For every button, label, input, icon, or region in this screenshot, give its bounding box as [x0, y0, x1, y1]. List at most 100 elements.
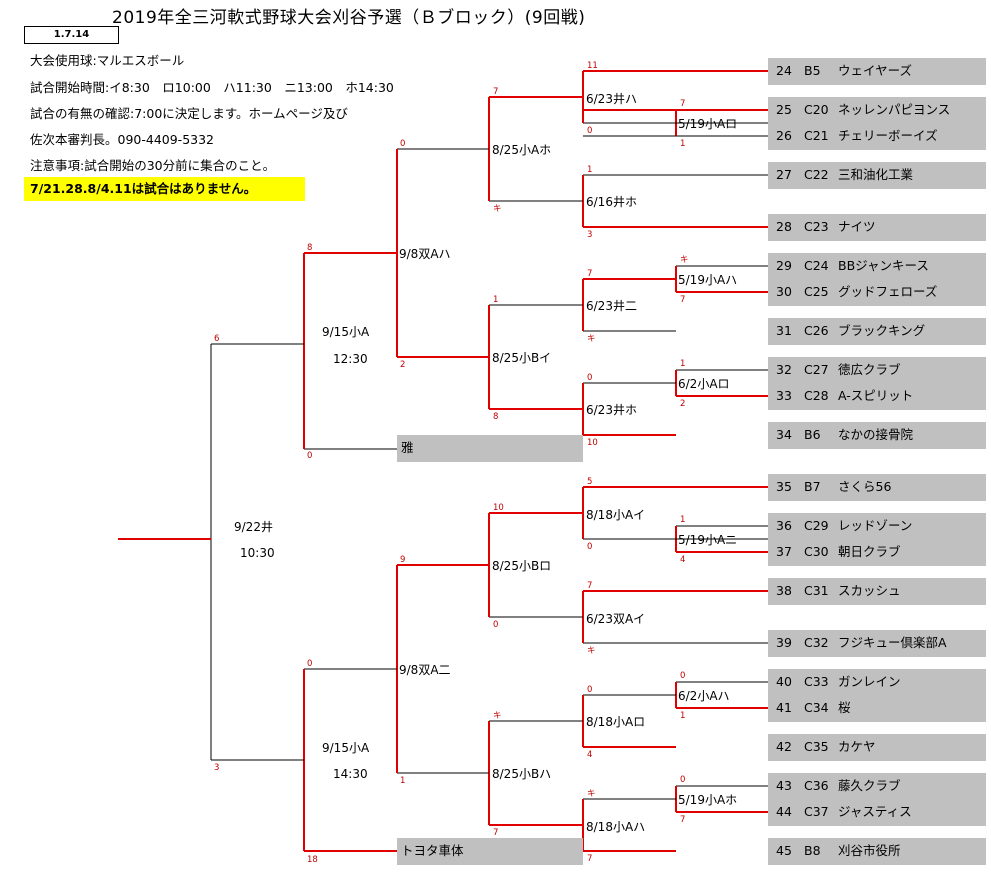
- team-code: B6: [804, 427, 821, 442]
- info-line-notes: 注意事項:試合開始の30分前に集合のこと。: [30, 158, 276, 173]
- score-label: キ: [587, 789, 596, 799]
- score-label: キ: [587, 334, 596, 344]
- score-label: 0: [680, 775, 686, 785]
- team-code: C37: [804, 804, 829, 819]
- team-number: 24: [776, 63, 792, 78]
- team-name: 桜: [838, 700, 851, 715]
- final-match-label: 9/22井: [234, 520, 273, 534]
- match-label: 6/23井ハ: [586, 92, 637, 106]
- notice-banner: 7/21.28.8/4.11は試合はありません。: [24, 177, 305, 201]
- score-label: 5: [587, 477, 593, 487]
- match-label: 5/19小Aニ: [678, 533, 738, 547]
- score-label: 0: [587, 542, 593, 552]
- team-name: レッドゾーン: [838, 518, 913, 533]
- match-label: 6/23井ホ: [586, 403, 637, 417]
- score-label: 11: [587, 61, 598, 71]
- score-label: 0: [307, 451, 313, 461]
- score-label: 7: [493, 87, 499, 97]
- team-name: グッドフェローズ: [838, 284, 938, 299]
- score-label: 7: [587, 269, 593, 279]
- team-code: C29: [804, 518, 829, 533]
- match-label: 5/19小Aハ: [678, 273, 738, 287]
- team-number: 32: [776, 362, 792, 377]
- match-time: 14:30: [333, 767, 368, 781]
- score-label: 3: [214, 763, 220, 773]
- score-label: 0: [587, 126, 593, 136]
- seed-team-toyota-shatai: トヨタ車体: [397, 838, 583, 865]
- match-label: 8/18小Aイ: [586, 508, 646, 522]
- team-entry: 43 C36 藤久クラブ: [768, 773, 986, 800]
- team-code: C30: [804, 544, 829, 559]
- match-label: 5/19小Aロ: [678, 117, 738, 131]
- team-name: カケヤ: [838, 739, 876, 754]
- info-line-start-times: 試合開始時間:イ8:30 ロ10:00 ハ11:30 ニ13:00 ホ14:30: [30, 80, 394, 95]
- final-match-time: 10:30: [240, 546, 275, 560]
- match-label: 6/16井ホ: [586, 195, 637, 209]
- match-label: 8/25小Aホ: [492, 143, 552, 157]
- match-label: 8/25小Bロ: [492, 559, 552, 573]
- score-label: 1: [493, 295, 499, 305]
- score-label: 0: [307, 659, 313, 669]
- team-name: ガンレイン: [838, 674, 901, 689]
- team-name: チェリーボーイズ: [838, 128, 938, 143]
- info-line-confirmation: 試合の有無の確認:7:00に決定します。ホームページ及び: [30, 106, 348, 121]
- team-number: 38: [776, 583, 792, 598]
- team-name: ブラックキング: [838, 323, 926, 338]
- team-code: C33: [804, 674, 829, 689]
- team-number: 28: [776, 219, 792, 234]
- score-label: 1: [680, 139, 686, 149]
- match-label: 8/18小Aハ: [586, 820, 646, 834]
- match-label: 8/25小Bイ: [492, 351, 552, 365]
- team-number: 41: [776, 700, 792, 715]
- team-name: 徳広クラブ: [838, 362, 901, 377]
- team-code: C32: [804, 635, 829, 650]
- score-label: キ: [587, 646, 596, 656]
- page-title: 2019年全三河軟式野球大会刈谷予選（Ｂブロック）(9回戦): [112, 8, 586, 28]
- match-label: 9/8双Aハ: [399, 247, 451, 261]
- score-label: 18: [307, 855, 318, 865]
- match-time: 12:30: [333, 352, 368, 366]
- team-number: 43: [776, 778, 792, 793]
- team-entry: 32 C27 徳広クラブ: [768, 357, 986, 384]
- score-label: 0: [493, 620, 499, 630]
- team-number: 40: [776, 674, 792, 689]
- team-name: なかの接骨院: [838, 427, 914, 442]
- match-label: 9/8双A二: [399, 663, 451, 677]
- team-code: C36: [804, 778, 829, 793]
- team-number: 42: [776, 739, 792, 754]
- score-label: キ: [680, 255, 689, 265]
- score-label: 7: [680, 99, 686, 109]
- match-label: 6/23井二: [586, 299, 637, 313]
- team-name: フジキュー倶楽部A: [838, 635, 947, 650]
- team-name: 藤久クラブ: [838, 778, 901, 793]
- score-label: 1: [680, 515, 686, 525]
- score-label: 8: [493, 412, 499, 422]
- match-label: 9/15小A: [322, 741, 370, 755]
- info-line-ball: 大会使用球:マルエスボール: [30, 53, 185, 68]
- score-label: キ: [493, 204, 502, 214]
- score-label: 7: [680, 815, 686, 825]
- score-label: 7: [587, 581, 593, 591]
- info-line-umpire: 佐次本審判長。090-4409-5332: [30, 132, 215, 147]
- team-name: 刈谷市役所: [838, 843, 901, 858]
- team-number: 35: [776, 479, 792, 494]
- score-label: 8: [307, 243, 313, 253]
- match-label: 8/18小Aロ: [586, 715, 646, 729]
- team-entry: 44 C37 ジャスティス: [768, 799, 986, 826]
- team-code: C27: [804, 362, 829, 377]
- team-code: C24: [804, 258, 829, 273]
- team-number: 30: [776, 284, 792, 299]
- team-name: ジャスティス: [838, 804, 912, 819]
- team-number: 44: [776, 804, 792, 819]
- team-code: C20: [804, 102, 829, 117]
- team-code: C23: [804, 219, 829, 234]
